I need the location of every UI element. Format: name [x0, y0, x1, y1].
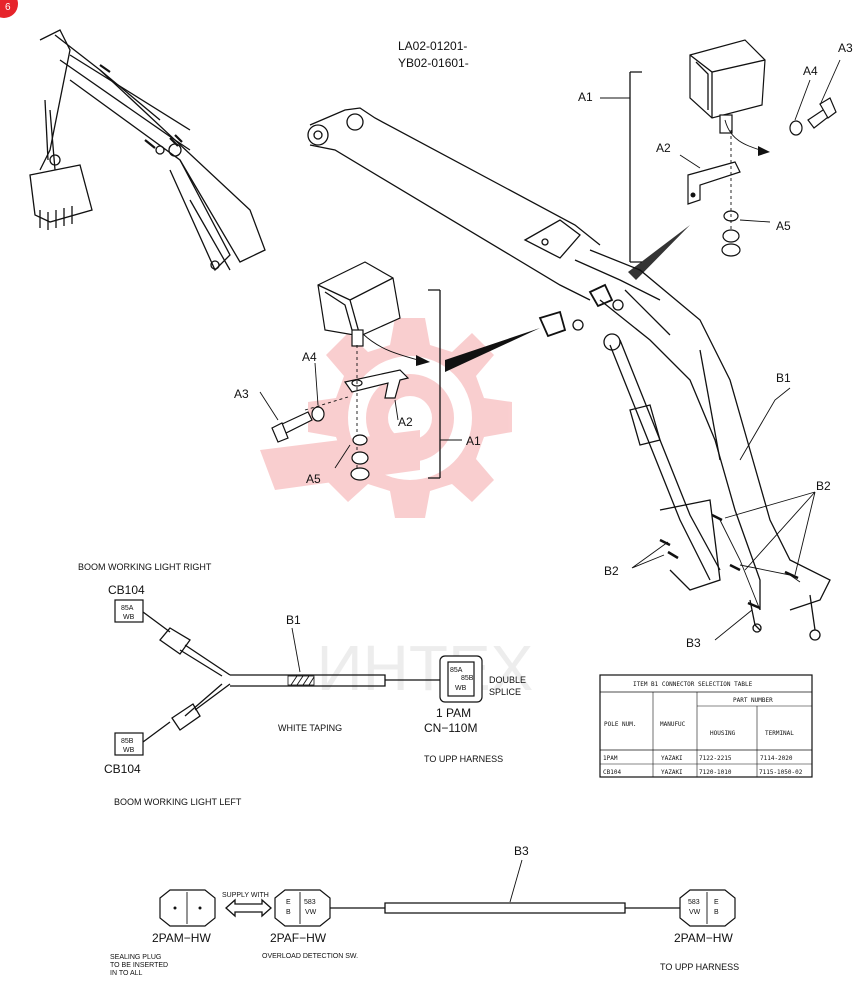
mid-pin-vw: VW — [305, 909, 317, 916]
right-pin-b: B — [714, 909, 719, 916]
sealing-plug-line-3: IN TO ALL — [110, 970, 143, 977]
to-upp-harness-b1: TO UPP HARNESS — [424, 754, 503, 764]
double-splice-label-2: SPLICE — [489, 687, 521, 697]
left-2pam-hw-label: 2PAM−HW — [152, 931, 211, 945]
table-row: 1PAM YAZAKI 7122-2215 7114-2020 — [603, 755, 793, 762]
harness-left-title: BOOM WORKING LIGHT LEFT — [114, 797, 242, 807]
b3-leader — [714, 609, 753, 641]
b1-harness-label: B1 — [286, 613, 301, 627]
table-title: ITEM B1 CONNECTOR SELECTION TABLE — [633, 681, 753, 688]
connector-85a: 85A WB — [114, 599, 144, 623]
callout-a4-left: A4 — [302, 350, 317, 364]
connector-85b: 85B WB — [114, 732, 144, 756]
callout-a1-left: A1 — [466, 434, 481, 448]
callout-a5-upper: A5 — [776, 219, 791, 233]
pam-label: 1 PAM — [436, 706, 471, 720]
callout-a2-left: A2 — [398, 415, 413, 429]
corner-badge: 6 — [0, 0, 18, 18]
table-header-pole: POLE NUM. — [604, 721, 637, 728]
connector-85b-code: 85B — [121, 738, 134, 745]
b3-harness-label: B3 — [514, 844, 529, 858]
mid-pin-b: B — [286, 909, 291, 916]
b1-leader — [739, 387, 791, 461]
supply-with-label: SUPPLY WITH — [222, 892, 269, 899]
connector-2paf-hw: E B 583 VW — [274, 889, 331, 927]
sealing-plug-line-2: TO BE INSERTED — [110, 962, 168, 969]
mid-pin-583: 583 — [304, 899, 316, 906]
table-header-manufuc: MANUFUC — [660, 721, 686, 728]
table-cell-housing: 7122-2215 — [699, 755, 732, 762]
table-cell-pole: 1PAM — [603, 755, 618, 762]
double-splice-connector: 85A 85B WB — [439, 655, 483, 703]
splice-pin-85b: 85B — [461, 675, 474, 682]
callout-a3-upper: A3 — [838, 41, 853, 55]
mid-2paf-hw-label: 2PAF−HW — [270, 931, 327, 945]
table-row: CB104 YAZAKI 7120-1010 7115-1050-02 — [603, 769, 803, 776]
table-cell-pole: CB104 — [603, 769, 621, 776]
double-splice-label-1: DOUBLE — [489, 675, 526, 685]
harness-b1-wires — [142, 611, 440, 743]
splice-pin-85a: 85A — [450, 667, 463, 674]
connector-selection-table: ITEM B1 CONNECTOR SELECTION TABLE PART N… — [599, 674, 813, 778]
callout-b3-boom: B3 — [686, 636, 701, 650]
watermark-text: ИНТЕХ — [317, 632, 534, 704]
callout-a5-left: A5 — [306, 472, 321, 486]
b2-leader-right — [724, 491, 816, 576]
excavator-overview — [29, 29, 266, 272]
harness-right-title: BOOM WORKING LIGHT RIGHT — [78, 562, 212, 572]
connector-2pam-hw-right: 583 VW E B — [679, 889, 736, 927]
table-header-part: PART NUMBER — [733, 697, 773, 704]
cn-110m-label: CN−110M — [424, 721, 477, 735]
cb104-top-label: CB104 — [108, 583, 145, 597]
callout-a2-upper: A2 — [656, 141, 671, 155]
b2-leader-left — [631, 541, 669, 569]
sealing-plug-line-1: SEALING PLUG — [110, 954, 161, 961]
callout-b2-right: B2 — [816, 479, 831, 493]
table-cell-terminal: 7114-2020 — [760, 755, 793, 762]
work-lamp-upper-right — [600, 39, 841, 263]
table-cell-housing: 7120-1010 — [699, 769, 732, 776]
table-cell-terminal: 7115-1050-02 — [759, 769, 803, 776]
b3-leader-harness — [509, 859, 523, 903]
right-pin-583: 583 — [688, 899, 700, 906]
pointer-wedge-right — [628, 225, 690, 280]
table-header-housing: HOUSING — [710, 730, 736, 737]
work-lamp-left — [259, 261, 462, 481]
boom-arm — [307, 107, 831, 641]
connector-85a-wire: WB — [123, 614, 135, 621]
right-pin-e: E — [714, 899, 719, 906]
splice-pin-wb: WB — [455, 685, 467, 692]
to-upp-harness-b3: TO UPP HARNESS — [660, 962, 739, 972]
right-2pam-hw-label: 2PAM−HW — [674, 931, 733, 945]
callout-b2-left: B2 — [604, 564, 619, 578]
table-cell-manufuc: YAZAKI — [661, 769, 683, 776]
table-header-terminal: TERMINAL — [765, 730, 794, 737]
pointer-wedge-left — [445, 328, 540, 372]
callout-a1-upper: A1 — [578, 90, 593, 104]
harness-b3-wires — [330, 902, 680, 914]
callout-b1-boom: B1 — [776, 371, 791, 385]
supply-with-arrow-icon — [225, 898, 272, 918]
table-cell-manufuc: YAZAKI — [661, 755, 683, 762]
model-code-1: LA02-01201- — [398, 39, 467, 53]
white-taping-label: WHITE TAPING — [278, 723, 342, 733]
callout-a3-left: A3 — [234, 387, 249, 401]
overload-detection-label: OVERLOAD DETECTION SW. — [262, 953, 358, 960]
callout-a4-upper: A4 — [803, 64, 818, 78]
mid-pin-e: E — [286, 899, 291, 906]
corner-badge-text: 6 — [5, 2, 11, 13]
cb104-bottom-label: CB104 — [104, 762, 141, 776]
connector-85b-wire: WB — [123, 747, 135, 754]
connector-2pam-hw-left — [159, 889, 216, 927]
connector-85a-code: 85A — [121, 605, 134, 612]
right-pin-vw: VW — [689, 909, 701, 916]
model-code-2: YB02-01601- — [398, 56, 469, 70]
